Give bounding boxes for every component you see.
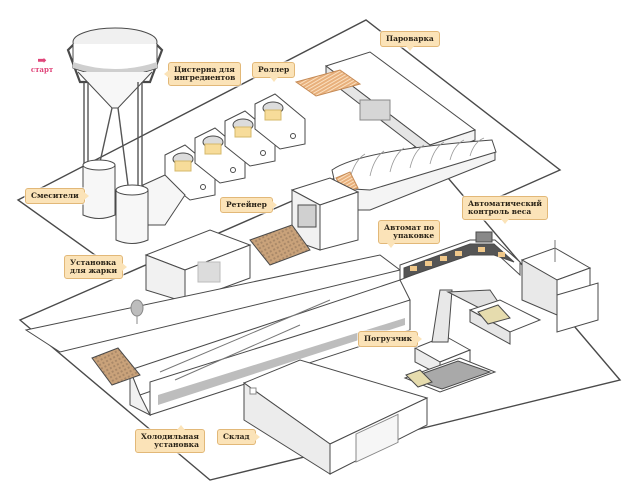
ingredient-tank [66,27,164,190]
drying-tunnel [329,137,497,211]
cooler [24,254,411,417]
label-packaging: Автомат по упаковке [378,220,441,248]
label-mixers: Смесители [25,188,89,204]
label-weight-control: Автоматический контроль веса [462,196,548,224]
mixer-right [115,184,149,244]
label-steamer: Пароварка [380,31,440,51]
packaging-conveyor [399,231,521,281]
label-loader: Погрузчик [358,331,422,347]
loader [403,289,542,393]
mixers [82,159,149,244]
roller-unit [224,110,276,167]
label-fryer: Установка для жарки [64,255,128,279]
steamer [294,51,477,160]
label-ingredient-tank: Цистерна для ингредиентов [163,62,242,86]
roller-unit [254,93,306,150]
label-cooler: Холодильная установка [135,425,205,453]
roller-unit [194,127,246,184]
label-retainer: Ретейнер [220,197,277,213]
start-marker: ➡ старт [27,54,57,74]
mixer-left [82,159,116,219]
label-roller: Роллер [252,62,296,82]
start-label: старт [30,65,54,74]
retainer [249,177,360,266]
label-warehouse: Склад [217,429,260,445]
fryer [144,229,252,303]
roller-unit [164,144,216,201]
tree-icon [130,299,144,324]
warehouse [242,359,429,475]
roller-units [142,93,306,226]
right-arrow-icon: ➡ [37,54,47,67]
weight-control [520,240,599,333]
